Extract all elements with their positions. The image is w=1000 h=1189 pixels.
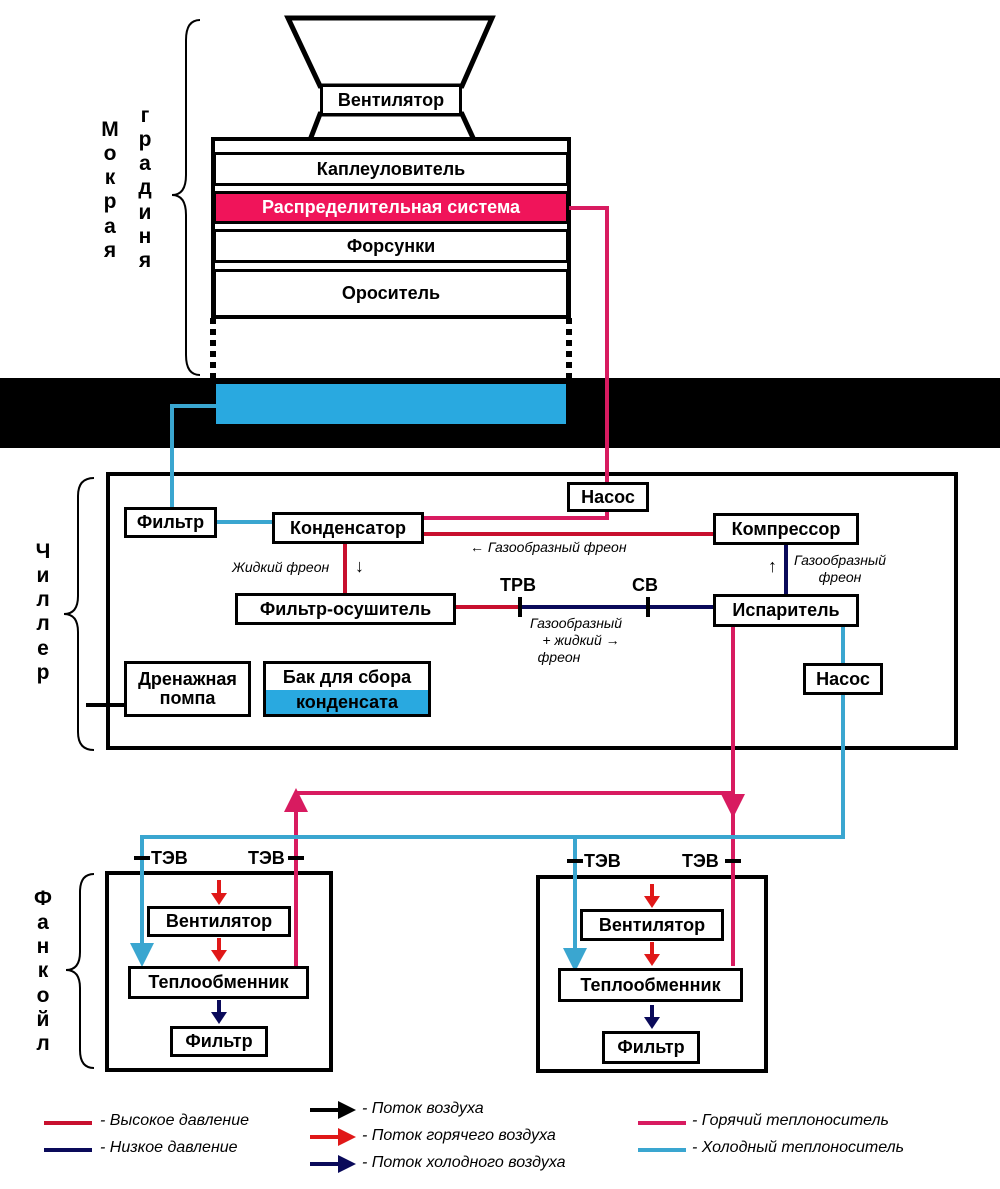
legend-hot-air: - Поток горячего воздуха xyxy=(362,1127,556,1144)
legend-high-pressure: - Высокое давление xyxy=(100,1112,249,1129)
fancoil-left-filter: Фильтр xyxy=(170,1026,268,1057)
arrow-up-label: ↑ xyxy=(768,556,777,576)
legend-swatch-cold-air xyxy=(338,1155,356,1173)
brace-fancoil xyxy=(65,873,95,1069)
legend-cold-air: - Поток холодного воздуха xyxy=(362,1154,566,1171)
sv-label: СВ xyxy=(632,575,658,595)
distribution-box: Распределительная система xyxy=(213,191,569,224)
drain-pump-line1: Дренажная xyxy=(138,669,237,690)
fan-base xyxy=(306,111,478,143)
mix-line2: + жидкий → xyxy=(542,631,620,648)
condensate-tank-box: Бак для сбора конденсата xyxy=(263,661,431,717)
gas-freon-right-label: Газообразный фреон xyxy=(794,552,886,586)
mix-freon-label: Газообразный + жидкий → фреон xyxy=(530,615,622,665)
fancoil-right-fan: Вентилятор xyxy=(580,909,724,941)
gas-freon-label: ← Газообразный фреон xyxy=(470,539,627,555)
liquid-freon-label: Жидкий фреон xyxy=(232,559,330,575)
tev-label-1: ТЭВ xyxy=(151,848,188,868)
legend-hot-carrier: - Горячий теплоноситель xyxy=(692,1112,889,1129)
legend-swatch-air xyxy=(338,1101,356,1119)
chiller-frame xyxy=(106,472,958,750)
hot-line-tower xyxy=(569,206,609,484)
drain-pump-line2: помпа xyxy=(159,688,216,708)
fancoil-right-exchanger: Теплообменник xyxy=(558,968,743,1002)
fan-hood xyxy=(284,15,496,89)
fancoil-frame-right xyxy=(536,875,768,1073)
pump-top-box: Насос xyxy=(567,482,649,512)
pump-right-box: Насос xyxy=(803,663,883,695)
compressor-box: Компрессор xyxy=(713,513,859,545)
gas-freon-right-line1: Газообразный xyxy=(794,552,886,568)
fancoil-left-exchanger: Теплообменник xyxy=(128,966,309,999)
arrow-down-label: ↓ xyxy=(355,556,364,576)
legend-low-pressure: - Низкое давление xyxy=(100,1139,238,1156)
gas-freon-right-line2: фреон xyxy=(818,568,862,585)
legend-air-flow: - Поток воздуха xyxy=(362,1100,484,1117)
trv-label: ТРВ xyxy=(500,575,536,595)
brace-tower xyxy=(171,19,201,376)
drain-pump-box: Дренажная помпа xyxy=(124,661,251,717)
legend-swatch-hot-air xyxy=(338,1128,356,1146)
condenser-box: Конденсатор xyxy=(272,512,424,544)
legend-cold-carrier: - Холодный теплоноситель xyxy=(692,1139,905,1156)
tev-label-3: ТЭВ xyxy=(584,851,621,871)
water-basin xyxy=(216,384,566,424)
brace-chiller xyxy=(63,477,95,751)
fancoil-frame-left xyxy=(105,871,333,1072)
fancoil-left-fan: Вентилятор xyxy=(147,906,291,937)
tank-line2: конденсата xyxy=(266,690,428,714)
mix-line3: фреон xyxy=(537,648,581,665)
evaporator-box: Испаритель xyxy=(713,594,859,627)
tank-line1: Бак для сбора xyxy=(266,664,428,690)
sprinkler-box: Ороситель xyxy=(213,269,569,318)
mix-line1: Газообразный xyxy=(530,615,622,631)
tev-label-2: ТЭВ xyxy=(248,848,285,868)
drop-catcher-box: Каплеуловитель xyxy=(213,152,569,186)
cold-line-tower xyxy=(170,404,216,508)
nozzles-box: Форсунки xyxy=(213,229,569,263)
chiller-filter-box: Фильтр xyxy=(124,507,217,538)
fancoil-right-filter: Фильтр xyxy=(602,1031,700,1064)
tev-label-4: ТЭВ xyxy=(682,851,719,871)
tower-fan-box: Вентилятор xyxy=(320,84,462,116)
filter-dryer-box: Фильтр-осушитель xyxy=(235,593,456,625)
